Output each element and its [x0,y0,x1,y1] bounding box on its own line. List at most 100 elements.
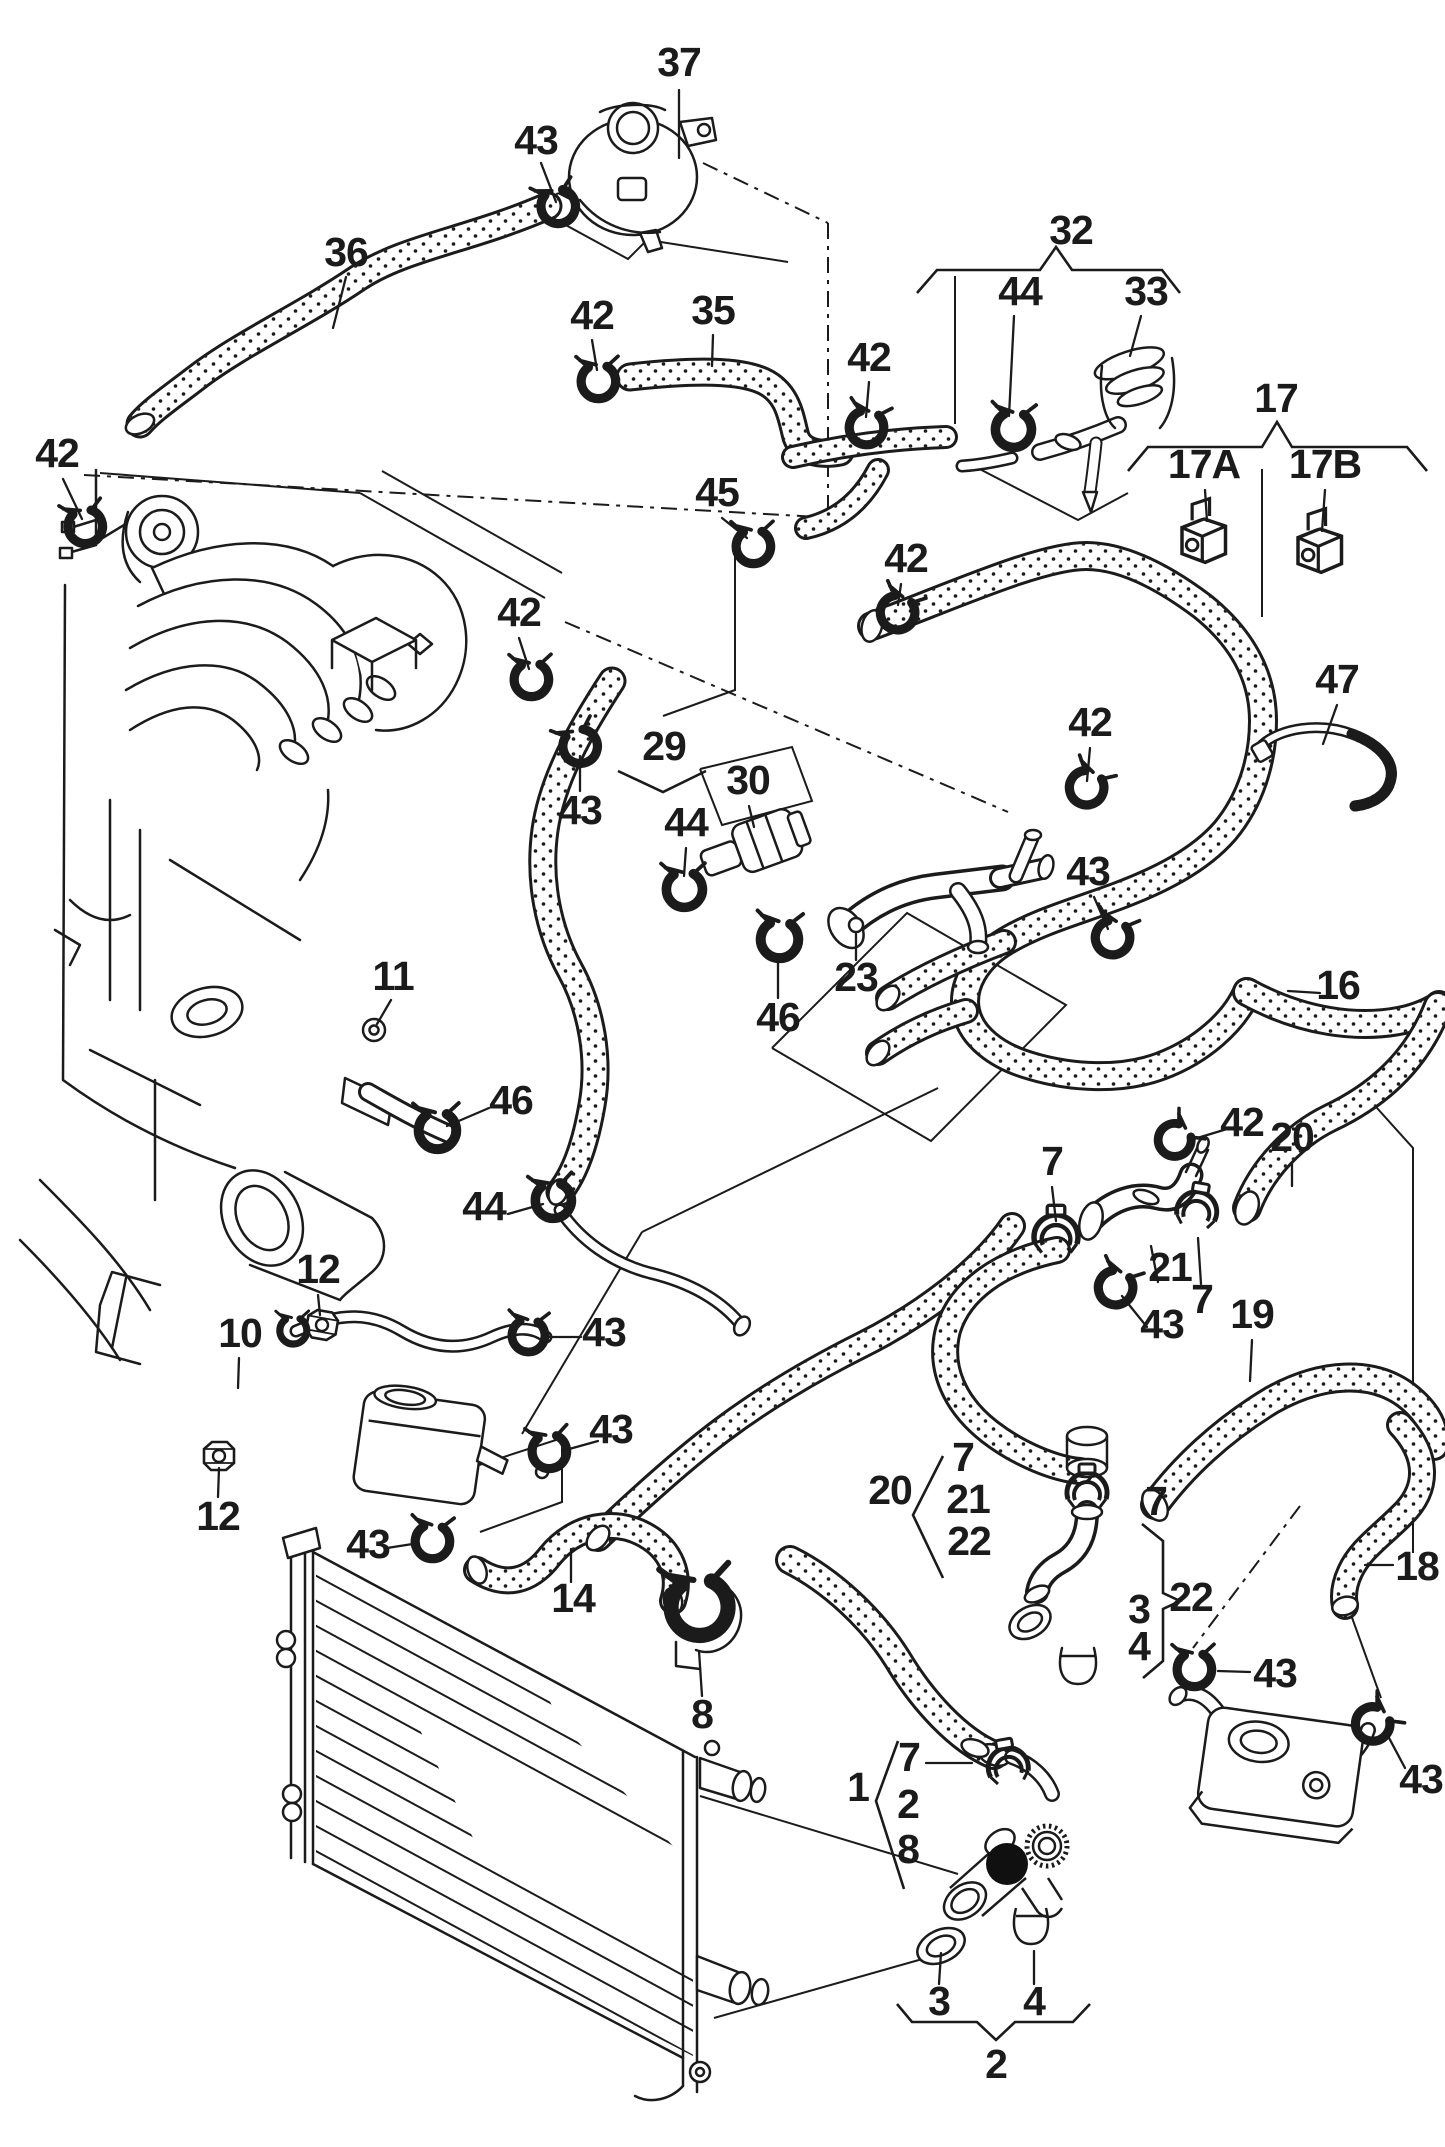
part-label-43-39: 43 [589,1406,633,1452]
leader-line [1248,1338,1254,1383]
clip-17b [1296,506,1344,575]
construction-line [641,1087,939,1233]
part-label-43-38: 43 [582,1309,626,1355]
part-label-7-41: 7 [952,1434,974,1480]
part-label-7-30: 7 [1041,1138,1063,1184]
leader-line [385,1541,421,1550]
part-label-43-46: 43 [346,1521,390,1567]
part-label-23-23: 23 [834,954,878,1000]
part-label-42-3: 42 [570,292,614,338]
part-label-33-7: 33 [1124,268,1168,314]
part-label-14-48: 14 [551,1575,596,1621]
small-parts [202,1017,745,1671]
expansion-tank [567,101,718,254]
leader-line [1286,989,1322,995]
part-label-8-53: 8 [691,1691,713,1737]
part-label-4-60: 4 [1023,1978,1046,2024]
leader-line [937,1951,943,1986]
leader-line [517,636,531,671]
part-label-45-13: 45 [695,469,739,515]
part-label-35-4: 35 [691,287,735,333]
clamps [59,171,1409,1785]
leader-line [1050,1185,1058,1223]
group-brackets [617,244,1428,2042]
part-label-30-19: 30 [726,757,770,803]
leader-line [1085,746,1092,783]
part-label-3-59: 3 [928,1978,950,2024]
part-label-4-51: 4 [1128,1623,1151,1669]
hoses [140,206,1439,1755]
part-label-42-8: 42 [847,334,891,380]
part-label-8-58: 8 [897,1826,919,1872]
leader-line [331,275,348,330]
part-label-43-1: 43 [514,117,558,163]
construction-line [1349,1611,1382,1699]
leader-line [1149,1244,1160,1284]
alignment-dash-line [83,474,819,518]
part-label-3-49: 3 [1128,1586,1150,1632]
ps-reservoir [352,1384,509,1506]
construction-line [359,492,546,599]
leader-line [1196,1236,1203,1286]
part-label-36-2: 36 [324,229,368,275]
group-bracket [617,769,707,794]
part-label-2-61: 2 [985,2041,1007,2087]
alignment-dash-line [1192,1505,1301,1649]
part-label-17A-10: 17A [1168,441,1241,487]
part-label-42-14: 42 [884,535,928,581]
leader-line [506,1202,545,1216]
leader-line [1192,1127,1229,1141]
radiator [275,1526,770,2102]
construction-line [771,911,1068,1143]
leader-line [896,582,903,607]
drain-valve-2 [916,1737,1070,1966]
part-label-43-20: 43 [558,787,602,833]
leader-line [445,1106,491,1128]
clip-17a [1180,496,1228,565]
radiator-fittings [695,1739,770,2007]
part-label-16-25: 16 [1316,962,1360,1008]
part-label-43-52: 43 [1253,1650,1297,1696]
leader-line [590,338,599,372]
part-label-42-17: 42 [1068,699,1112,745]
construction-line [967,462,1129,522]
part-label-1-56: 1 [847,1764,869,1810]
leader-line [864,380,871,419]
part-label-2-57: 2 [897,1781,919,1827]
leader-line [1120,1294,1149,1329]
part-label-11-24: 11 [372,953,414,999]
leader-line [697,1649,704,1698]
part-label-44-31: 44 [462,1183,507,1229]
part-label-20-29: 20 [1270,1114,1314,1160]
part-label-29-18: 29 [642,723,686,769]
construction-line [699,745,814,827]
part-label-21-32: 21 [1148,1244,1192,1290]
alignment-dash-line [564,621,1009,813]
construction-line [469,1436,563,1533]
part-label-22-50: 22 [1169,1574,1213,1620]
part-label-37-0: 37 [657,39,701,85]
part-label-43-22: 43 [1066,848,1110,894]
part-label-22-44: 22 [947,1518,991,1564]
leader-line [539,161,558,204]
part-label-12-43: 12 [196,1493,240,1539]
leader-line [747,804,756,829]
leader-lines [61,88,1407,1986]
leader-line [710,333,715,368]
part-label-12-33: 12 [296,1246,340,1292]
part-label-42-12: 42 [35,430,79,476]
valve-33-assembly [962,346,1176,514]
part-label-44-21: 44 [664,799,709,845]
alignment-dash-line [702,162,829,224]
leader-line [1216,1669,1252,1674]
leader-line [1320,488,1327,533]
drain-knob-black [986,1843,1028,1885]
group-bracket [1127,419,1428,472]
part-label-17B-11: 17B [1289,441,1361,487]
leader-line [236,1356,241,1390]
leader-line [560,1439,600,1453]
leader-line [316,1293,322,1317]
